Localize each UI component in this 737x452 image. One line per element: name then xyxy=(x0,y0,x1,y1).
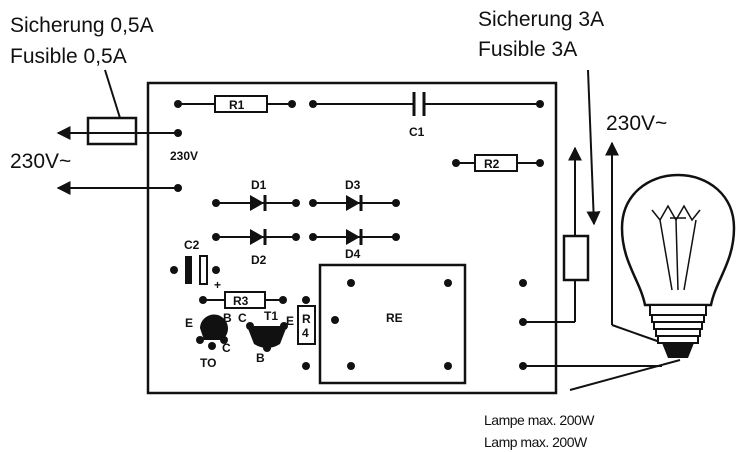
fuse-right-label-de: Sicherung 3A xyxy=(478,8,604,31)
r4-label-num: 4 xyxy=(302,326,309,340)
t1-c-label: C xyxy=(238,311,247,325)
pad-r1-b xyxy=(288,100,296,108)
fuse-right-label-fr: Fusible 3A xyxy=(478,38,577,61)
mains-right-label: 230V~ xyxy=(606,112,667,135)
d1-label: D1 xyxy=(251,178,267,192)
fuse-left-leader xyxy=(104,69,121,119)
pad-mains-2 xyxy=(174,184,182,192)
c2-plus-label: + xyxy=(214,278,221,292)
capacitor-c2-neg xyxy=(185,256,192,284)
pad-r2-b xyxy=(536,159,544,167)
t1-label: T1 xyxy=(264,309,278,323)
pad-c1-b xyxy=(536,100,544,108)
t1-e-label: E xyxy=(286,314,294,328)
board-230v-label: 230V xyxy=(170,149,198,163)
circuit-board xyxy=(146,81,558,395)
diode-d4 xyxy=(346,229,360,245)
diode-d1 xyxy=(250,195,264,211)
lamp-label-en: Lamp max. 200W xyxy=(484,434,588,450)
fuse-right-leader xyxy=(586,69,601,226)
fuse-left xyxy=(86,116,138,146)
r3-label: R3 xyxy=(233,294,249,308)
d2-label: D2 xyxy=(251,253,267,267)
pad-out-1 xyxy=(519,279,527,287)
r2-label: R2 xyxy=(484,157,500,171)
c1-label: C1 xyxy=(409,125,425,139)
t1-b-label: B xyxy=(256,351,265,365)
relay-re xyxy=(318,263,467,385)
pad-mains-1 xyxy=(174,129,182,137)
resistor-r4 xyxy=(297,305,316,345)
to-c-label: C xyxy=(222,341,231,355)
fuse-right xyxy=(562,234,590,282)
to-b-label: B xyxy=(223,311,232,325)
fuse-left-label-fr: Fusible 0,5A xyxy=(10,45,127,68)
mains-left-label: 230V~ xyxy=(10,150,71,173)
lamp-label-de: Lampe max. 200W xyxy=(484,412,595,428)
lamp-leader xyxy=(569,359,681,391)
transistor-t1 xyxy=(247,326,287,348)
d3-label: D3 xyxy=(345,178,361,192)
c2-label: C2 xyxy=(184,238,200,252)
diode-d2 xyxy=(250,229,264,245)
re-label: RE xyxy=(386,311,403,325)
r4-label: R xyxy=(302,312,311,326)
fuse-left-label-de: Sicherung 0,5A xyxy=(10,14,154,37)
to-e-label: E xyxy=(185,316,193,330)
transistor-to xyxy=(200,314,228,340)
light-bulb-icon xyxy=(620,173,736,358)
diode-d3 xyxy=(346,195,360,211)
capacitor-c2-pos xyxy=(199,255,208,285)
r1-label: R1 xyxy=(229,98,245,112)
d4-label: D4 xyxy=(345,247,361,261)
to-name-label: TO xyxy=(200,356,216,370)
